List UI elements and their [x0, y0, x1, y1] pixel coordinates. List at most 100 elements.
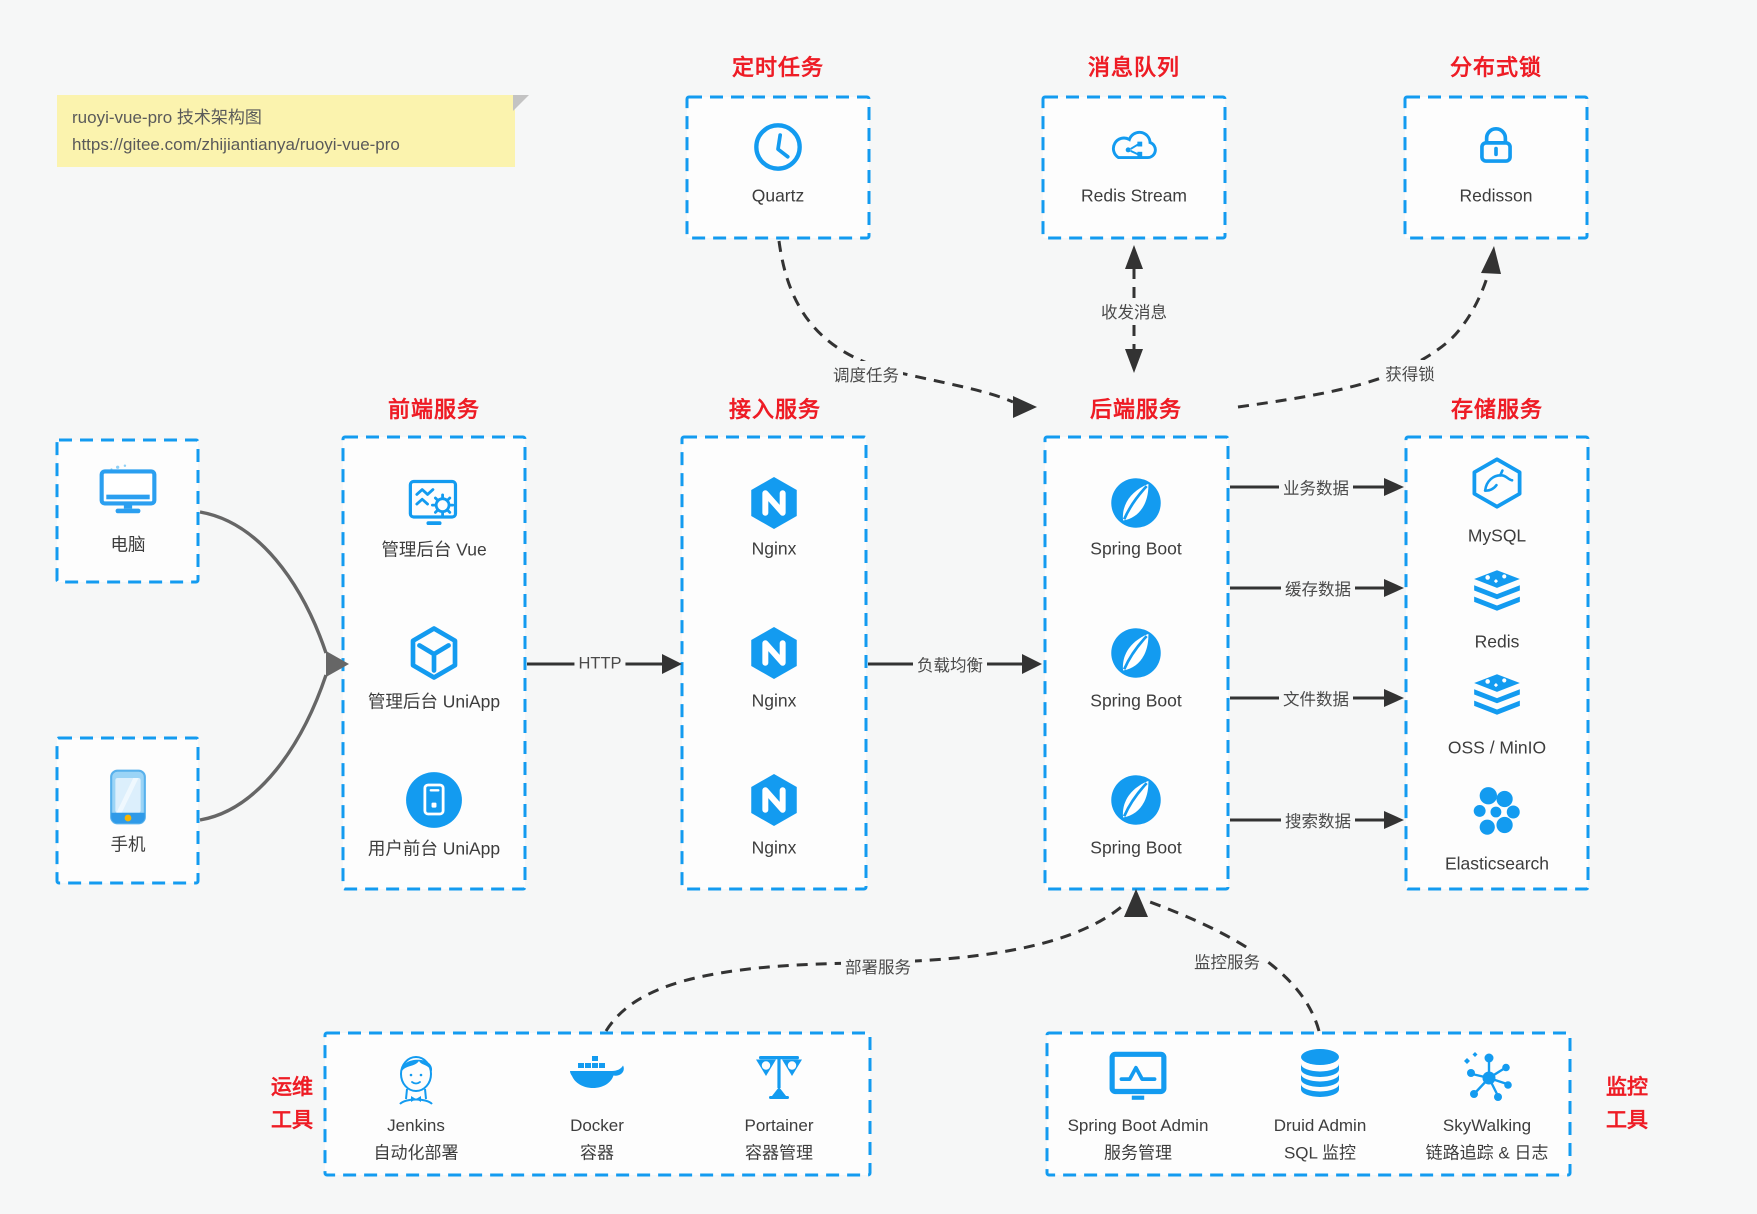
search-data-arrowhead: [1384, 811, 1404, 829]
lock-icon: [1471, 121, 1521, 171]
title-frontend: 前端服务: [387, 397, 481, 422]
acquire-lock-curve: [1237, 270, 1491, 409]
nginx-icon: [748, 474, 800, 533]
title-lock: 分布式锁: [1449, 55, 1543, 80]
monitoring-item-desc: 服务管理: [1104, 1143, 1172, 1163]
mobile-to-frontend-arrow: [199, 674, 328, 822]
druid-db-icon: [1296, 1047, 1344, 1101]
phone-icon: [108, 769, 148, 826]
monitoring-item-name: SkyWalking: [1442, 1116, 1532, 1135]
lock-arrowhead: [1481, 246, 1501, 274]
frontend-arrowhead: [326, 651, 349, 677]
cloud-stream-icon: [1105, 125, 1163, 168]
scheduler-item-label: Quartz: [751, 185, 805, 206]
backend-item-label: Spring Boot: [1090, 837, 1182, 858]
note-title: ruoyi-vue-pro 技术架构图: [72, 108, 262, 127]
ops-item-desc: 容器: [580, 1143, 614, 1163]
storage-item-label: MySQL: [1467, 525, 1527, 546]
http-arrowhead: [662, 654, 682, 674]
load-balance-arrowhead: [1022, 654, 1042, 674]
biz-data-arrowhead: [1384, 478, 1404, 496]
title-ops-2: 工具: [271, 1109, 313, 1132]
title-backend: 后端服务: [1089, 397, 1183, 422]
backend-item-label: Spring Boot: [1090, 538, 1182, 559]
spring-boot-icon: [1109, 476, 1163, 530]
redis-icon: [1470, 569, 1524, 615]
frontend-item-label: 管理后台 Vue: [381, 539, 487, 560]
monitoring-item-name: Druid Admin: [1273, 1116, 1367, 1135]
title-scheduler: 定时任务: [731, 55, 825, 80]
edge-label-cache-data: 缓存数据: [1281, 575, 1355, 601]
edge-label-message: 收发消息: [1097, 298, 1171, 324]
portainer-icon: [752, 1049, 806, 1103]
storage-box: [1404, 435, 1590, 891]
mysql-icon: [1469, 455, 1525, 511]
gateway-item-label: Nginx: [751, 538, 797, 559]
message-arrowhead-down: [1125, 349, 1143, 373]
edge-label-lock: 获得锁: [1381, 360, 1439, 386]
storage-item-label: OSS / MinIO: [1447, 737, 1547, 758]
monitoring-item-desc: 链路追踪 & 日志: [1425, 1143, 1549, 1163]
gateway-item-label: Nginx: [751, 690, 797, 711]
title-ops-1: 运维: [271, 1076, 313, 1099]
pc-to-frontend-arrow: [199, 510, 328, 654]
monitor-curve: [1149, 900, 1321, 1032]
elasticsearch-icon: [1471, 786, 1523, 838]
sticky-note: ruoyi-vue-pro 技术架构图 https://gitee.com/zh…: [57, 95, 529, 167]
note-url: https://gitee.com/zhijiantianya/ruoyi-vu…: [72, 135, 400, 154]
edge-label-search-data: 搜索数据: [1281, 807, 1355, 833]
title-monitoring-2: 工具: [1606, 1109, 1648, 1132]
mq-item-label: Redis Stream: [1080, 185, 1188, 206]
ops-item-desc: 自动化部署: [373, 1143, 459, 1163]
title-mq: 消息队列: [1087, 55, 1181, 80]
mq-box: [1041, 95, 1227, 240]
edge-label-schedule: 调度任务: [829, 361, 903, 387]
storage-item-label: Elasticsearch: [1444, 853, 1550, 874]
edge-label-file-data: 文件数据: [1279, 685, 1353, 711]
lock-box: [1403, 95, 1589, 240]
user-app-icon: [405, 771, 463, 829]
file-data-arrowhead: [1384, 689, 1404, 707]
ops-item-name: Docker: [570, 1116, 624, 1135]
edge-label-load-balance: 负载均衡: [913, 651, 987, 677]
schedule-arrowhead: [1013, 396, 1037, 418]
monitoring-item-desc: SQL 监控: [1283, 1143, 1357, 1163]
lock-item-label: Redisson: [1459, 185, 1533, 206]
pc-label: 电脑: [110, 534, 146, 555]
message-arrowhead-up: [1125, 245, 1143, 269]
monitoring-item-name: Spring Boot Admin: [1067, 1116, 1209, 1135]
admin-vue-icon: [405, 476, 463, 530]
spring-boot-icon: [1109, 773, 1163, 827]
title-storage: 存储服务: [1450, 397, 1544, 422]
frontend-item-label: 管理后台 UniApp: [367, 691, 501, 712]
oss-minio-icon: [1470, 673, 1524, 719]
spring-boot-icon: [1109, 626, 1163, 680]
mobile-label: 手机: [110, 834, 146, 855]
ops-box: [323, 1031, 872, 1177]
ops-item-desc: 容器管理: [745, 1143, 813, 1163]
cache-data-arrowhead: [1384, 579, 1404, 597]
title-gateway: 接入服务: [728, 397, 822, 422]
skywalking-icon: [1460, 1049, 1514, 1103]
backend-item-label: Spring Boot: [1090, 690, 1182, 711]
backend-bottom-arrowhead: [1124, 889, 1148, 917]
spring-boot-admin-icon: [1108, 1050, 1168, 1102]
title-monitoring-1: 监控: [1606, 1076, 1648, 1099]
jenkins-icon: [391, 1051, 441, 1105]
nginx-icon: [748, 771, 800, 830]
frontend-item-label: 用户前台 UniApp: [367, 838, 501, 859]
uniapp-cube-icon: [406, 625, 462, 681]
ops-item-name: Portainer: [744, 1116, 814, 1135]
storage-item-label: Redis: [1474, 631, 1520, 652]
monitoring-box: [1045, 1031, 1572, 1177]
edge-label-deploy: 部署服务: [841, 953, 915, 979]
ops-item-name: Jenkins: [387, 1116, 445, 1135]
nginx-icon: [748, 624, 800, 683]
docker-icon: [568, 1055, 626, 1097]
desktop-icon: [97, 463, 159, 517]
edge-label-http: HTTP: [574, 653, 626, 675]
clock-icon: [752, 121, 804, 173]
edge-label-monitor: 监控服务: [1190, 948, 1264, 974]
